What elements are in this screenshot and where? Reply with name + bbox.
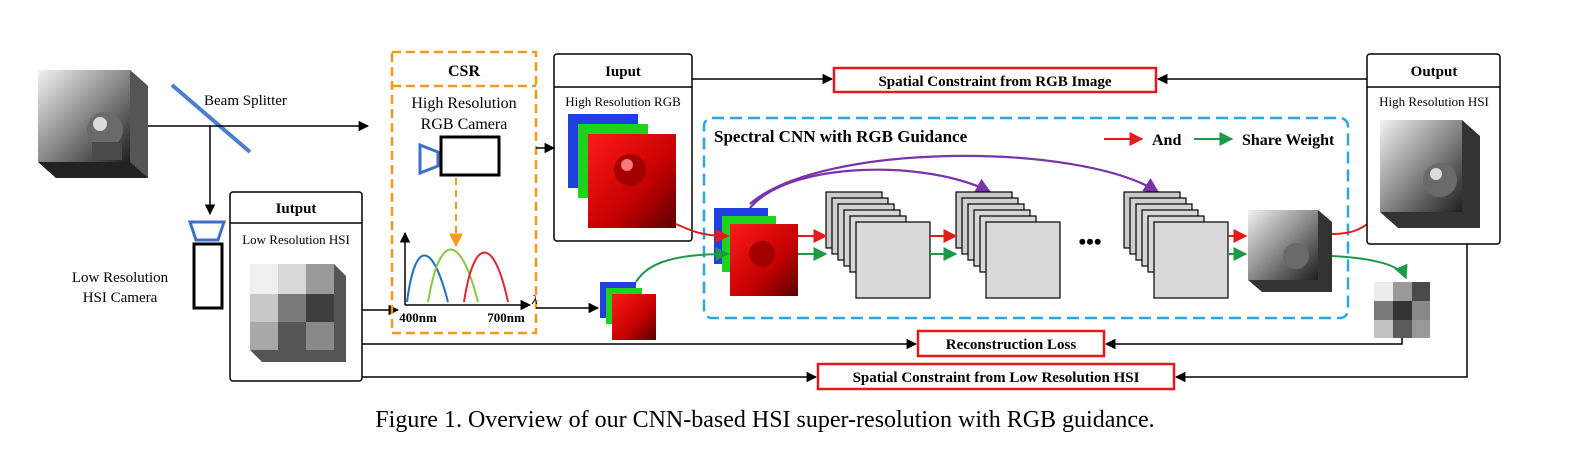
green-response-curve <box>427 248 479 303</box>
hsi-camera-icon <box>187 220 227 310</box>
beam-splitter-mirror <box>170 83 252 154</box>
csr-title: CSR <box>448 63 480 80</box>
input-rgb-title: Iuput <box>605 64 641 80</box>
cnn-input-rgb-stack <box>714 208 798 296</box>
cnn-to-downsample-green-arrow <box>1331 255 1408 280</box>
high-res-hsi-output-image <box>1380 120 1480 228</box>
feature-block-3 <box>1123 191 1229 299</box>
rgb-constraint-box <box>832 66 1158 94</box>
output-title: Output <box>1411 64 1458 80</box>
csr-panel <box>390 50 538 335</box>
input-rgb-subtitle: High Resolution RGB <box>565 94 681 109</box>
cnn-output-image <box>1248 210 1332 292</box>
csr-rgb-small-stack <box>600 282 656 340</box>
feature-block-2 <box>955 191 1061 299</box>
rgb-image-stack <box>568 114 676 228</box>
feature-block-1 <box>825 191 931 299</box>
output-subtitle: High Resolution HSI <box>1379 94 1489 109</box>
hsi-constraint-label: Spatial Constraint from Low Resolution H… <box>853 370 1140 386</box>
wavelength-start-label: 400nm <box>399 310 437 325</box>
downsampled-hsi-image <box>1374 282 1430 338</box>
red-response-curve <box>463 251 509 303</box>
legend-and-label: And <box>1152 132 1181 149</box>
beam-splitter-label: Beam Splitter <box>204 93 287 109</box>
ellipsis-dots: ••• <box>1078 229 1101 254</box>
hsi-camera-label-line1: Low Resolution <box>72 270 169 286</box>
small-rgb-to-cnn-green-arrow <box>635 247 730 283</box>
skip-connection-2-arrow <box>749 154 1160 205</box>
recon-loss-box <box>916 329 1106 358</box>
rgb-camera-icon <box>418 135 501 177</box>
skip-connection-1-arrow <box>749 168 992 209</box>
rgb-to-cnn-red-arrow <box>675 223 730 243</box>
rgb-camera-label-line2: RGB Camera <box>421 116 508 133</box>
output-to-hsi-constraint-arrow <box>1174 244 1468 383</box>
low-res-hsi-image <box>250 264 346 362</box>
hsi-constraint-box <box>816 362 1176 391</box>
blue-response-curve <box>406 254 449 303</box>
wavelength-end-label: 700nm <box>487 310 525 325</box>
input-hsi-subtitle: Low Resolution HSI <box>242 232 350 247</box>
recon-loss-label: Reconstruction Loss <box>946 337 1077 353</box>
downsample-to-recon-loss-arrow <box>1104 338 1403 350</box>
scene-image-cube <box>38 70 148 178</box>
input-hsi-title: Iutput <box>276 201 317 217</box>
rgb-constraint-label: Spatial Constraint from RGB Image <box>878 74 1111 90</box>
legend-share-weight-label: Share Weight <box>1242 132 1335 149</box>
figure-caption: Figure 1. Overview of our CNN-based HSI … <box>375 407 1154 433</box>
rgb-camera-label-line1: High Resolution <box>411 95 516 112</box>
spectral-cnn-panel <box>702 116 1350 320</box>
lambda-label: λ <box>531 292 538 307</box>
spectral-response-plot <box>399 231 532 311</box>
spectral-cnn-title: Spectral CNN with RGB Guidance <box>714 127 968 146</box>
hsi-camera-label-line2: HSI Camera <box>83 290 158 306</box>
